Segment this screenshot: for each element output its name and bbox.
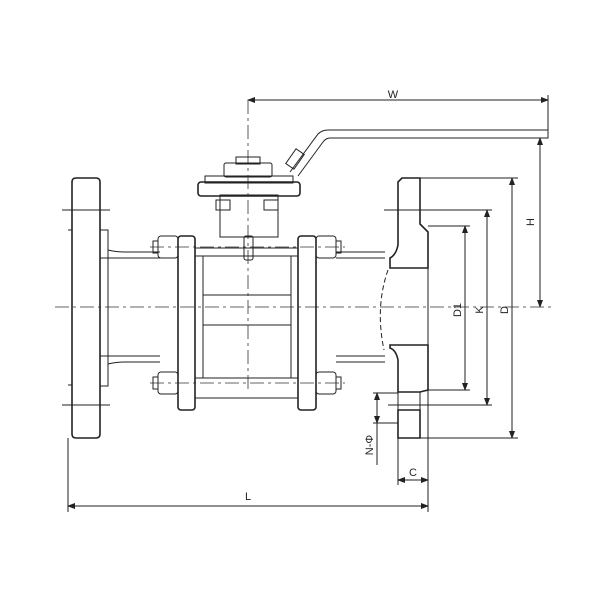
handle <box>285 129 549 177</box>
dim-label-k: K <box>474 306 486 314</box>
bonnet <box>197 156 301 238</box>
dim-label-c: C <box>409 467 417 479</box>
dim-label-l: L <box>245 491 251 503</box>
dim-label-w: W <box>388 89 399 101</box>
left-flange <box>62 177 110 439</box>
dim-label-d1: D1 <box>452 303 464 317</box>
centerlines <box>55 100 555 390</box>
dim-label-h: H <box>525 218 537 226</box>
right-flange-section <box>389 177 429 512</box>
dimension-lines <box>67 95 549 512</box>
dim-label-n-phi: N-Φ <box>364 435 376 456</box>
valve-body <box>152 235 342 411</box>
dim-label-d: D <box>499 306 511 314</box>
right-pipe <box>336 251 389 363</box>
left-pipe <box>100 249 160 365</box>
